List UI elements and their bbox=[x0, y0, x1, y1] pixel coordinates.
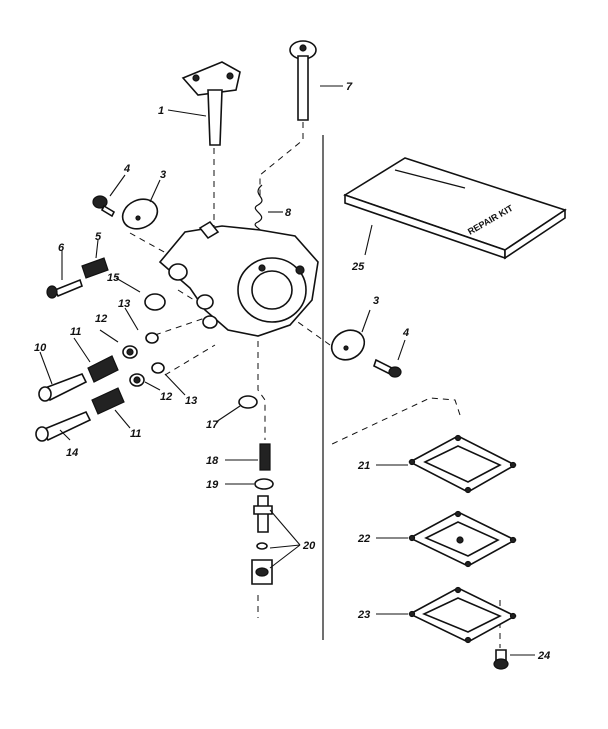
callout-11-lower: 11 bbox=[130, 428, 141, 440]
callout-4-lower: 4 bbox=[402, 327, 409, 339]
part-14-needle-lower bbox=[35, 410, 92, 442]
callout-12-lower: 12 bbox=[160, 391, 172, 403]
part-20-inlet-needle-seat bbox=[251, 495, 273, 585]
part-23-cover bbox=[408, 586, 517, 644]
part-21-gasket bbox=[408, 434, 517, 494]
part-4-screw-lower bbox=[373, 358, 402, 378]
part-12-13-washers-lower bbox=[129, 362, 165, 387]
callout-1: 1 bbox=[158, 105, 164, 117]
part-25-repair-kit: REPAIR KIT bbox=[343, 157, 567, 260]
part-4-screw-upper bbox=[92, 195, 116, 218]
callout-10: 10 bbox=[34, 342, 47, 354]
callout-14: 14 bbox=[66, 447, 78, 459]
callout-21: 21 bbox=[357, 460, 370, 472]
callout-25: 25 bbox=[351, 261, 365, 273]
callout-3-throttle-plate: 3 bbox=[160, 169, 166, 181]
part-3-choke-plate bbox=[330, 329, 366, 361]
callout-13-upper: 13 bbox=[118, 298, 130, 310]
part-22-diaphragm bbox=[408, 510, 517, 568]
part-18-spring bbox=[259, 443, 271, 471]
callout-leaders bbox=[39, 85, 535, 656]
callout-23: 23 bbox=[357, 609, 370, 621]
part-7-choke-shaft bbox=[289, 40, 317, 121]
callout-18: 18 bbox=[206, 455, 219, 467]
part-1-throttle-shaft bbox=[181, 61, 241, 146]
callout-labels: 1 3 3 4 4 5 6 7 8 10 11 11 12 12 13 13 1… bbox=[34, 81, 550, 662]
callout-8: 8 bbox=[285, 207, 292, 219]
callout-6: 6 bbox=[58, 242, 65, 254]
part-12-13-washers-upper bbox=[122, 332, 159, 359]
part-6-idle-screw bbox=[46, 278, 83, 299]
callout-11-upper: 11 bbox=[70, 326, 81, 338]
part-15-welch-plug bbox=[144, 293, 166, 311]
callout-20: 20 bbox=[302, 540, 316, 552]
callout-13-lower: 13 bbox=[185, 395, 197, 407]
part-24-cover-screw bbox=[493, 649, 509, 670]
part-8-spring bbox=[254, 184, 263, 237]
callout-5: 5 bbox=[95, 231, 102, 243]
callout-4-upper: 4 bbox=[123, 163, 130, 175]
callout-19: 19 bbox=[206, 479, 219, 491]
callout-24: 24 bbox=[537, 650, 550, 662]
part-17-plug bbox=[238, 395, 258, 409]
callout-22: 22 bbox=[357, 533, 370, 545]
callout-3-choke-plate: 3 bbox=[373, 295, 379, 307]
callout-15: 15 bbox=[107, 272, 120, 284]
part-19-washer bbox=[254, 478, 274, 490]
part-5-spring bbox=[81, 257, 109, 279]
callout-12-upper: 12 bbox=[95, 313, 107, 325]
part-11-spring-lower bbox=[91, 387, 125, 415]
callout-17: 17 bbox=[206, 419, 219, 431]
callout-7: 7 bbox=[346, 81, 353, 93]
part-3-throttle-plate bbox=[121, 198, 159, 230]
part-10-needle-upper bbox=[38, 372, 88, 402]
carburetor-body bbox=[158, 220, 319, 337]
part-11-spring-upper bbox=[87, 355, 119, 383]
